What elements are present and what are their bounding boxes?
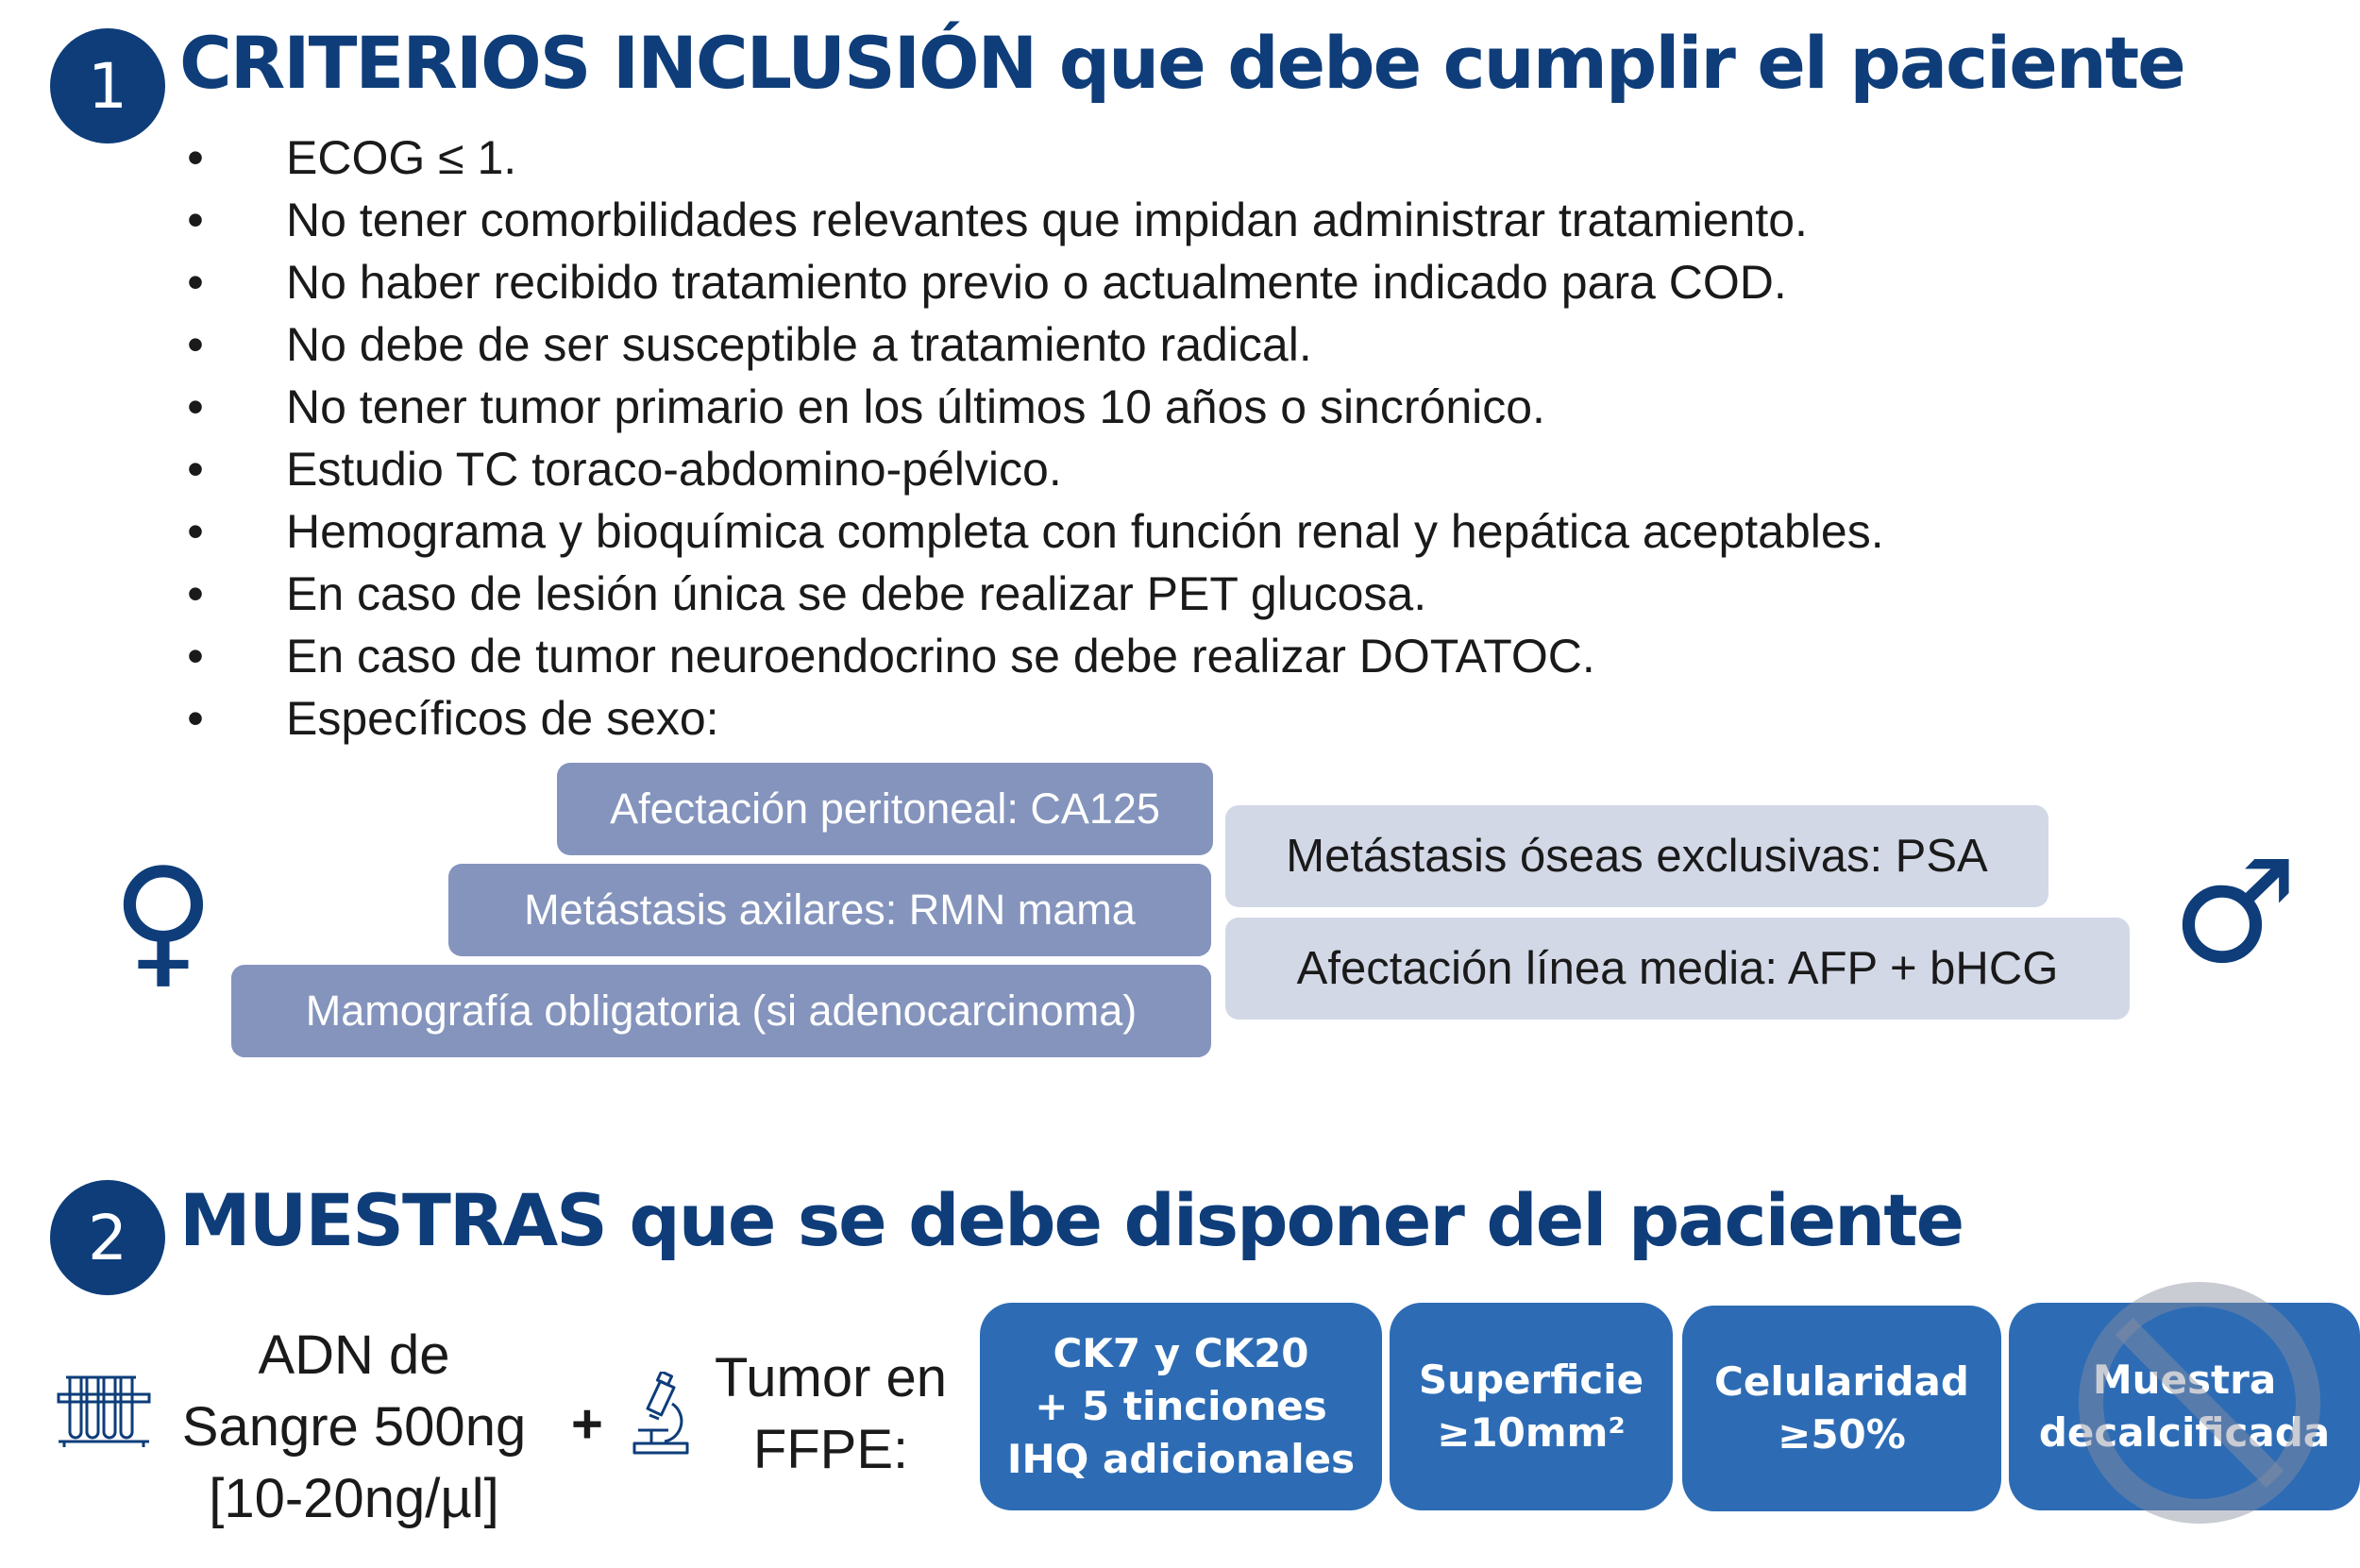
- list-item: •ECOG ≤ 1.: [187, 131, 517, 184]
- list-item: •Estudio TC toraco-abdomino-pélvico.: [187, 443, 1062, 496]
- list-item: •En caso de tumor neuroendocrino se debe…: [187, 630, 1595, 683]
- inclusion-criteria-list: •ECOG ≤ 1. •No tener comorbilidades rele…: [184, 126, 2261, 750]
- list-item: •No haber recibido tratamiento previo o …: [187, 256, 1787, 309]
- list-item: •No debe de ser susceptible a tratamient…: [187, 318, 1312, 371]
- list-item: •En caso de lesión única se debe realiza…: [187, 567, 1427, 620]
- section1-title: CRITERIOS INCLUSIÓN que debe cumplir el …: [179, 21, 2186, 105]
- list-item: •No tener comorbilidades relevantes que …: [187, 194, 1808, 246]
- test-tubes-icon: [57, 1374, 151, 1449]
- list-item: •No tener tumor primario en los últimos …: [187, 380, 1545, 433]
- section2-title: MUESTRAS que se debe disponer del pacien…: [179, 1178, 1964, 1262]
- tumor-sample-text: Tumor en FFPE:: [714, 1347, 948, 1480]
- requirement-ihq-box: CK7 y CK20 + 5 tinciones IHQ adicionales: [980, 1303, 1382, 1510]
- blood-sample-text: ADN de Sangre 500ng [10-20ng/µl]: [181, 1324, 527, 1529]
- male-criterion-pill: Metástasis óseas exclusivas: PSA: [1225, 805, 2048, 907]
- requirement-surface-box: Superficie ≥10mm²: [1390, 1303, 1673, 1510]
- plus-sign: +: [571, 1393, 603, 1455]
- female-criterion-pill: Mamografía obligatoria (si adenocarcinom…: [231, 965, 1211, 1057]
- section1-number-badge: 1: [50, 28, 165, 143]
- female-criterion-pill: Afectación peritoneal: CA125: [557, 763, 1213, 855]
- section2-number-badge: 2: [50, 1180, 165, 1295]
- list-item: •Hemograma y bioquímica completa con fun…: [187, 505, 1884, 558]
- requirement-cellularity-box: Celularidad ≥50%: [1682, 1306, 2001, 1511]
- female-symbol-icon: ♀: [111, 838, 215, 1003]
- microscope-icon: [631, 1370, 693, 1458]
- female-criterion-pill: Metástasis axilares: RMN mama: [448, 864, 1211, 956]
- male-symbol-icon: ♂: [2171, 831, 2299, 995]
- list-item: •Específicos de sexo:: [187, 692, 719, 745]
- male-criterion-pill: Afectación línea media: AFP + bHCG: [1225, 918, 2130, 1020]
- requirement-decalcified-box: Muestra decalcificada: [2009, 1303, 2360, 1510]
- prohibited-icon: [2077, 1279, 2322, 1526]
